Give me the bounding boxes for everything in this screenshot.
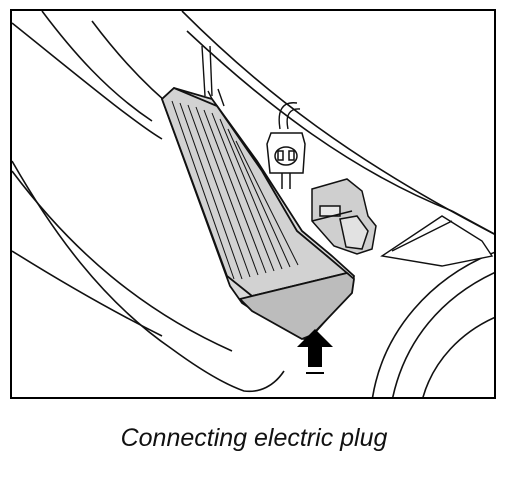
wire-cable-2 [286, 108, 301, 130]
socket-pin-left [277, 150, 284, 161]
connector-clip [339, 215, 369, 250]
wire [201, 45, 301, 130]
figure-caption: Connecting electric plug [120, 424, 388, 452]
wheel-arch-inner [392, 272, 494, 397]
wire-cable [278, 102, 298, 130]
fender-top-edge [181, 11, 494, 235]
bumper-outer-edge [12, 160, 285, 393]
bumper-mid-line [12, 250, 163, 337]
fender-tail [451, 210, 494, 235]
wheel-arch [371, 251, 494, 397]
wire-upper-2 [209, 45, 213, 97]
illustration-frame [10, 9, 496, 399]
bumper-lower-line [12, 170, 233, 352]
bumper-shell [12, 11, 285, 393]
fender-lines [181, 11, 494, 235]
wheel-arch-outer [371, 251, 494, 397]
bulb-socket [266, 132, 306, 189]
socket-pin-right [288, 150, 295, 161]
wire-upper [201, 45, 206, 97]
bracket-plate [380, 215, 494, 267]
bracket [380, 215, 494, 267]
wheel-arch-rim [422, 316, 494, 397]
bumper-top-curve [12, 22, 163, 140]
lens-ribs [171, 100, 299, 280]
lamp-front-face [238, 272, 355, 340]
technical-illustration [12, 11, 494, 397]
indicator-lamp [160, 86, 355, 340]
bumper-inner-line [41, 11, 153, 122]
fender-second-edge [186, 30, 453, 212]
connector-housing [311, 178, 377, 255]
up-arrow-icon [297, 329, 333, 374]
